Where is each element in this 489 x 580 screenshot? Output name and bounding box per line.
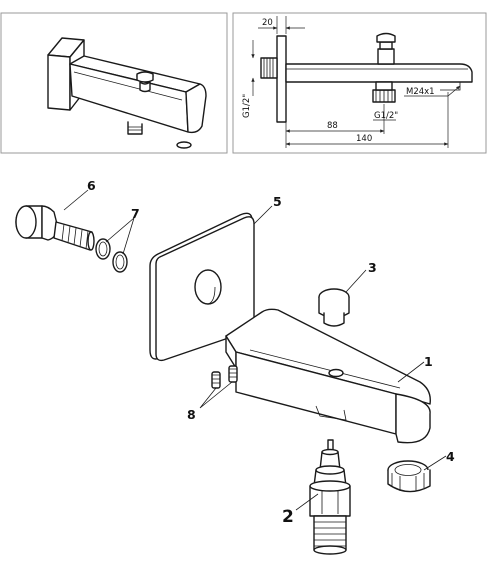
callout-3: 3	[368, 260, 377, 275]
dimension-lines	[251, 26, 461, 146]
callout-6: 6	[87, 178, 96, 193]
part-3-diverter-knob	[318, 288, 350, 327]
callout-1: 1	[424, 354, 433, 369]
part-1-spout-body	[225, 308, 431, 444]
part-6-inlet-connector	[15, 205, 95, 251]
part-7-washers	[95, 238, 128, 273]
dimension-overall-length: 140	[356, 134, 372, 144]
dimension-outlet-thread: G1/2"	[374, 111, 398, 121]
part-5-wall-plate	[149, 212, 255, 362]
callout-8: 8	[187, 407, 196, 422]
dimension-labels: 20 G1/2" M24x1 G1/2" 88 140	[242, 18, 435, 144]
dimension-inlet-to-outlet: 88	[327, 121, 338, 131]
part-4-aerator	[387, 460, 431, 493]
callout-4: 4	[446, 449, 455, 464]
dimension-plate-thickness: 20	[262, 18, 273, 28]
isometric-spout-sketch	[47, 37, 207, 149]
callout-7: 7	[131, 206, 140, 221]
technical-drawing-panel: 20 G1/2" M24x1 G1/2" 88 140	[232, 12, 487, 154]
isometric-view-panel	[0, 12, 228, 154]
spout-side-elevation	[260, 16, 473, 148]
part-8-grub-screws	[211, 365, 238, 389]
callout-5: 5	[273, 194, 282, 209]
dimension-inlet-thread: G1/2"	[242, 94, 252, 118]
part-2-cartridge	[309, 439, 351, 555]
callout-2: 2	[282, 507, 294, 527]
callout-labels: 1 2 3 4 5 6 7 8	[87, 178, 455, 527]
dimension-aerator-thread: M24x1	[406, 87, 435, 97]
callout-leaders	[63, 189, 447, 511]
